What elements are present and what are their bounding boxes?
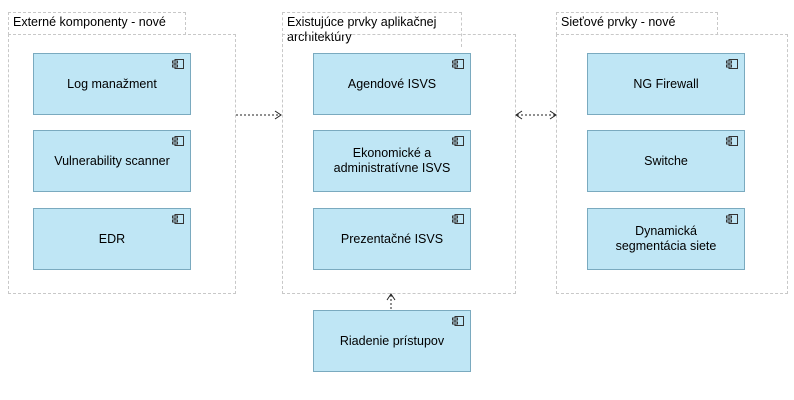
component-icon (452, 59, 464, 69)
component-vulnerability-scanner[interactable]: Vulnerability scanner (33, 130, 191, 192)
component-log-management[interactable]: Log manažment (33, 53, 191, 115)
component-icon (172, 214, 184, 224)
component-label: Switche (644, 153, 688, 168)
connector-existing-network (515, 110, 557, 120)
component-icon (726, 214, 738, 224)
group-network-label: Sieťové prvky - nové (556, 12, 718, 35)
component-icon (452, 214, 464, 224)
connector-access-to-existing (386, 293, 396, 310)
component-label: Dynamická segmentácia siete (615, 224, 717, 253)
component-ekonomicke-isvs[interactable]: Ekonomické a administratívne ISVS (313, 130, 471, 192)
component-label: Vulnerability scanner (54, 153, 170, 168)
component-ng-firewall[interactable]: NG Firewall (587, 53, 745, 115)
component-icon (172, 136, 184, 146)
component-riadenie-pristupov[interactable]: Riadenie prístupov (313, 310, 471, 372)
group-network (556, 34, 788, 294)
group-existing (282, 34, 516, 294)
component-switche[interactable]: Switche (587, 130, 745, 192)
connector-external-to-existing (236, 110, 282, 120)
component-icon (452, 316, 464, 326)
component-icon (726, 59, 738, 69)
component-icon (452, 136, 464, 146)
component-label: Prezentačné ISVS (340, 231, 444, 246)
component-label: Log manažment (67, 76, 157, 91)
component-label: Ekonomické a administratívne ISVS (333, 146, 451, 175)
group-external (8, 34, 236, 294)
component-label: NG Firewall (633, 76, 699, 91)
component-icon (726, 136, 738, 146)
component-icon (172, 59, 184, 69)
component-edr[interactable]: EDR (33, 208, 191, 270)
component-label: EDR (98, 231, 126, 246)
component-dynamicka-segmentacia[interactable]: Dynamická segmentácia siete (587, 208, 745, 270)
group-existing-label: Existujúce prvky aplikačnej architektúry (282, 12, 462, 47)
component-label: Agendové ISVS (347, 76, 437, 91)
component-prezentacne-isvs[interactable]: Prezentačné ISVS (313, 208, 471, 270)
component-label: Riadenie prístupov (339, 333, 445, 348)
component-agendove-isvs[interactable]: Agendové ISVS (313, 53, 471, 115)
group-external-label: Externé komponenty - nové (8, 12, 186, 35)
